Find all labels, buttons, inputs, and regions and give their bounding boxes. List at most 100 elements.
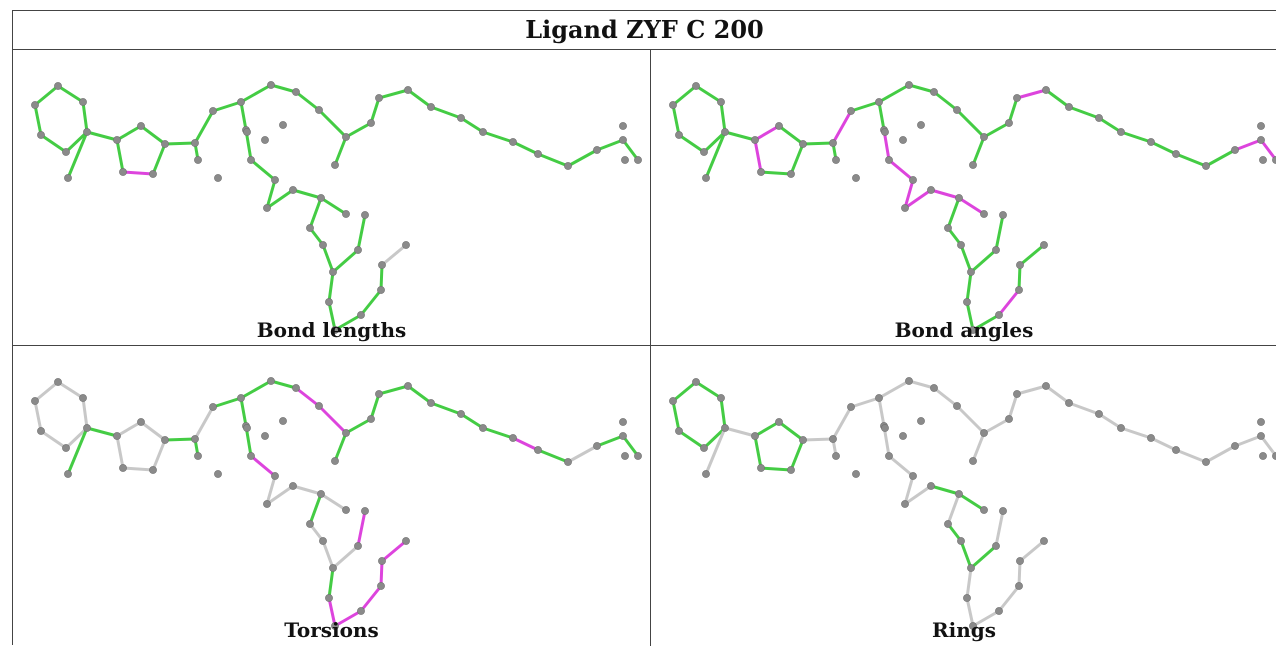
bond: [121, 170, 155, 176]
bond: [903, 474, 915, 506]
bond: [849, 100, 881, 113]
atom: [37, 131, 45, 139]
atom: [377, 582, 385, 590]
atom: [54, 82, 62, 90]
atom: [149, 466, 157, 474]
bond: [903, 188, 933, 210]
panel-torsions: Torsions: [13, 346, 650, 646]
atom: [775, 122, 783, 130]
atom: [930, 384, 938, 392]
bond: [753, 124, 781, 142]
bond: [997, 288, 1021, 317]
bond: [1097, 116, 1123, 134]
bond: [671, 103, 681, 137]
atom: [1257, 122, 1265, 130]
atom: [967, 268, 975, 276]
atom: [980, 429, 988, 437]
atom: [1147, 434, 1155, 442]
atom: [757, 168, 765, 176]
atom: [375, 94, 383, 102]
bond: [994, 509, 1005, 548]
atom: [957, 241, 965, 249]
atom: [31, 101, 39, 109]
atom: [247, 156, 255, 164]
atom: [1040, 241, 1048, 249]
atom: [378, 261, 386, 269]
atom: [119, 464, 127, 472]
bond: [121, 466, 155, 472]
bond: [946, 492, 961, 526]
bond: [704, 426, 727, 476]
bond: [1259, 138, 1276, 162]
bond: [1067, 401, 1101, 416]
atom: [757, 464, 765, 472]
bond: [566, 444, 599, 464]
bond: [965, 270, 973, 304]
bond: [85, 130, 119, 142]
atom: [721, 424, 729, 432]
bond: [1007, 392, 1019, 421]
bond: [380, 243, 408, 267]
atom: [404, 382, 412, 390]
atom: [331, 161, 339, 169]
atom: [832, 156, 840, 164]
atom: [1147, 138, 1155, 146]
panel-bond-angles: Bond angles: [651, 50, 1276, 345]
atom: [319, 537, 327, 545]
atom: [243, 424, 251, 432]
bond: [1149, 436, 1178, 452]
atom: [509, 434, 517, 442]
atom: [619, 136, 627, 144]
atom: [289, 186, 297, 194]
atom: [1095, 114, 1103, 122]
atom: [593, 442, 601, 450]
molecule-bond-lengths: [31, 81, 642, 334]
bond: [595, 138, 625, 152]
bond: [671, 380, 698, 403]
atom: [885, 452, 893, 460]
atom: [1042, 86, 1050, 94]
bond: [321, 539, 335, 570]
bond: [595, 434, 625, 448]
atom: [1257, 432, 1265, 440]
bond: [777, 124, 805, 146]
bond: [1149, 140, 1178, 156]
atom: [1013, 390, 1021, 398]
bond: [1174, 152, 1208, 168]
bond: [971, 135, 986, 167]
atom: [980, 506, 988, 514]
bond: [39, 429, 68, 450]
bond: [887, 454, 915, 478]
bond: [1204, 444, 1237, 464]
bond: [359, 288, 383, 317]
atom: [1231, 146, 1239, 154]
atom: [402, 241, 410, 249]
bond: [344, 121, 373, 139]
bond: [379, 559, 384, 588]
atom: [717, 394, 725, 402]
atom: [930, 88, 938, 96]
bond: [291, 188, 323, 200]
bond: [759, 466, 793, 472]
atom: [54, 378, 62, 386]
caption-rings: Rings: [931, 618, 996, 642]
atom: [980, 133, 988, 141]
atom: [357, 311, 365, 319]
bond: [723, 426, 757, 438]
atom: [901, 500, 909, 508]
bond: [1017, 559, 1022, 588]
bond: [211, 396, 243, 409]
atom: [957, 537, 965, 545]
bond: [319, 492, 348, 512]
atom: [306, 224, 314, 232]
bond: [704, 130, 727, 180]
atom: [191, 435, 199, 443]
atom: [37, 427, 45, 435]
atom: [377, 286, 385, 294]
atom: [775, 418, 783, 426]
bond: [115, 124, 143, 142]
bond: [39, 133, 68, 154]
atom: [64, 174, 72, 182]
atom: [899, 136, 907, 144]
atom: [700, 148, 708, 156]
